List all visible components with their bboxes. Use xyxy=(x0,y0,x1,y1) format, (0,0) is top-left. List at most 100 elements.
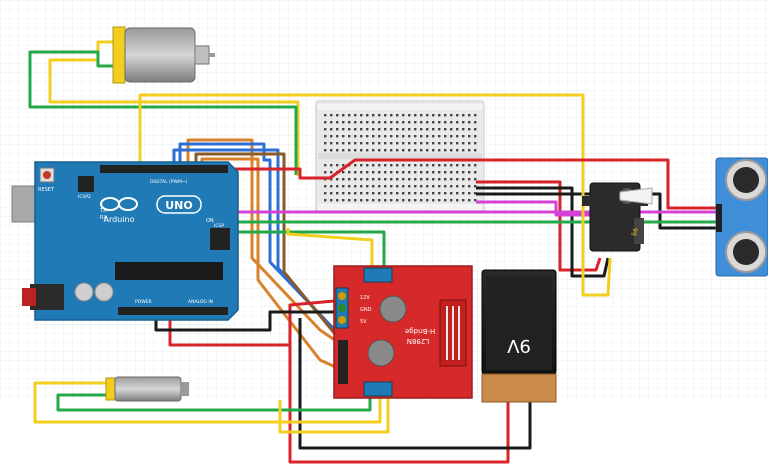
breadboard-hole xyxy=(402,149,405,152)
breadboard-hole xyxy=(354,128,357,131)
battery-label: 9V xyxy=(506,335,530,356)
breadboard-hole xyxy=(444,164,447,167)
breadboard-hole xyxy=(414,192,417,195)
breadboard-hole xyxy=(336,142,339,145)
breadboard-hole xyxy=(444,121,447,124)
breadboard-hole xyxy=(342,114,345,117)
breadboard-hole xyxy=(324,149,327,152)
breadboard-hole xyxy=(348,178,351,181)
breadboard-hole xyxy=(420,128,423,131)
breadboard-hole xyxy=(378,185,381,188)
breadboard-hole xyxy=(456,171,459,174)
breadboard-hole xyxy=(462,178,465,181)
breadboard-hole xyxy=(462,135,465,138)
breadboard-hole xyxy=(354,149,357,152)
breadboard-hole xyxy=(384,114,387,117)
breadboard-hole xyxy=(420,199,423,202)
breadboard-hole xyxy=(390,121,393,124)
breadboard-hole xyxy=(330,199,333,202)
breadboard-hole xyxy=(420,171,423,174)
breadboard-hole xyxy=(420,135,423,138)
breadboard-hole xyxy=(324,185,327,188)
breadboard-hole xyxy=(450,135,453,138)
breadboard-hole xyxy=(360,192,363,195)
breadboard-hole xyxy=(330,192,333,195)
sensor-pins xyxy=(716,204,722,232)
breadboard-hole xyxy=(438,185,441,188)
breadboard-hole xyxy=(414,135,417,138)
breadboard-hole xyxy=(474,164,477,167)
breadboard-hole xyxy=(402,192,405,195)
breadboard-hole xyxy=(438,199,441,202)
breadboard-hole xyxy=(432,149,435,152)
breadboard-hole xyxy=(444,199,447,202)
breadboard-hole xyxy=(468,199,471,202)
breadboard-hole xyxy=(462,142,465,145)
breadboard-hole xyxy=(372,192,375,195)
breadboard-hole xyxy=(420,114,423,117)
l-label: L xyxy=(100,201,103,207)
breadboard-hole xyxy=(414,164,417,167)
breadboard-hole xyxy=(396,142,399,145)
breadboard-hole xyxy=(384,178,387,181)
arduino-model-label: UNO xyxy=(165,199,193,212)
breadboard-hole xyxy=(420,192,423,195)
breadboard-hole xyxy=(432,164,435,167)
reset-label: RESET xyxy=(38,187,55,193)
breadboard-hole xyxy=(378,121,381,124)
breadboard-hole xyxy=(426,121,429,124)
breadboard-hole xyxy=(324,128,327,131)
breadboard-hole xyxy=(342,171,345,174)
breadboard-hole xyxy=(462,199,465,202)
breadboard-hole xyxy=(450,121,453,124)
breadboard-hole xyxy=(456,121,459,124)
breadboard-hole xyxy=(378,142,381,145)
breadboard-hole xyxy=(342,128,345,131)
breadboard-hole xyxy=(402,199,405,202)
breadboard-hole xyxy=(432,135,435,138)
breadboard-hole xyxy=(396,121,399,124)
breadboard-hole xyxy=(378,149,381,152)
breadboard-hole xyxy=(444,135,447,138)
breadboard-hole xyxy=(402,164,405,167)
breadboard-hole xyxy=(402,121,405,124)
breadboard-hole xyxy=(456,128,459,131)
breadboard-hole xyxy=(384,192,387,195)
breadboard-hole xyxy=(378,192,381,195)
breadboard-hole xyxy=(408,121,411,124)
breadboard-hole xyxy=(354,135,357,138)
breadboard-hole xyxy=(426,142,429,145)
breadboard-hole xyxy=(402,142,405,145)
breadboard-hole xyxy=(390,199,393,202)
breadboard-hole xyxy=(444,149,447,152)
breadboard-hole xyxy=(402,178,405,181)
breadboard-hole xyxy=(324,114,327,117)
breadboard-hole xyxy=(342,185,345,188)
uno-badge xyxy=(156,195,202,214)
l298n-driver: 12V GND 5V L298N H-Bridge xyxy=(333,265,473,399)
wire-orange-2 xyxy=(200,157,343,372)
breadboard-hole xyxy=(372,178,375,181)
breadboard-hole xyxy=(420,142,423,145)
breadboard-hole xyxy=(342,192,345,195)
breadboard-hole xyxy=(420,164,423,167)
rx-label: RX xyxy=(100,215,107,221)
breadboard-hole xyxy=(408,178,411,181)
wire-black-right xyxy=(476,186,610,278)
breadboard-hole xyxy=(360,142,363,145)
breadboard-hole xyxy=(456,135,459,138)
breadboard-hole xyxy=(438,121,441,124)
breadboard-hole xyxy=(354,192,357,195)
breadboard-hole xyxy=(450,164,453,167)
breadboard-hole xyxy=(438,128,441,131)
breadboard-hole xyxy=(360,199,363,202)
wire-black-bottom xyxy=(298,318,532,450)
breadboard-hole xyxy=(384,171,387,174)
breadboard-hole xyxy=(462,164,465,167)
breadboard-hole xyxy=(456,164,459,167)
analog-label: ANALOG IN xyxy=(188,299,213,305)
breadboard-hole xyxy=(348,114,351,117)
breadboard-hole xyxy=(426,164,429,167)
breadboard-hole xyxy=(396,135,399,138)
breadboard-hole xyxy=(372,135,375,138)
